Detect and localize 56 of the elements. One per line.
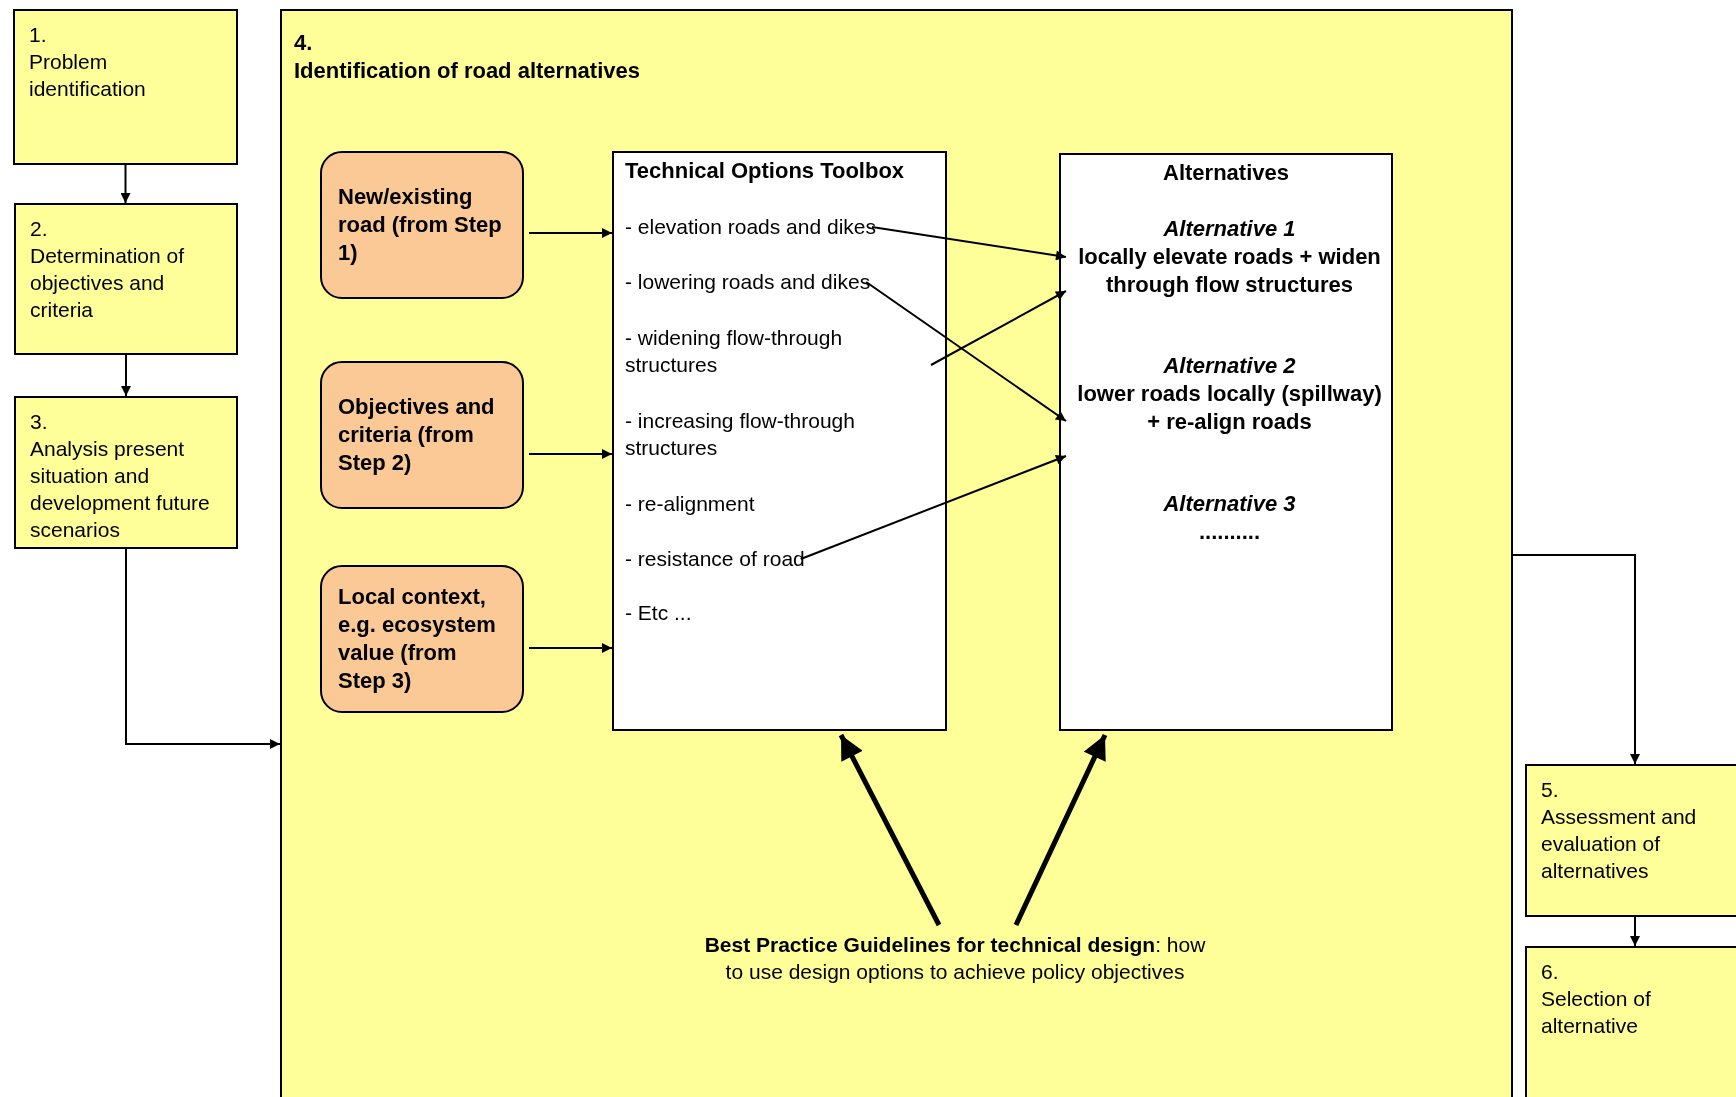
step-title: Selection of alternative — [1541, 986, 1652, 1039]
section-title: Identification of road alternatives — [294, 57, 641, 85]
input-label: Local context, e.g. ecosystem value (from Step 3) — [338, 583, 497, 695]
arrow — [865, 281, 1067, 422]
process-box — [14, 203, 238, 355]
step-number: 3. — [30, 409, 49, 435]
alternative-name: Alternative 3 — [1162, 490, 1297, 518]
option-item: - resistance of road — [625, 545, 805, 572]
thick-arrow — [1013, 733, 1108, 927]
arrow — [1512, 554, 1640, 765]
process-group-box — [280, 9, 1513, 1097]
step-number: 6. — [1541, 959, 1560, 985]
option-item: - increasing flow-through structures — [625, 407, 935, 461]
option-item: - Etc ... — [625, 599, 692, 626]
alternative-description: .......... — [1197, 518, 1262, 546]
section-number: 4. — [294, 29, 314, 57]
alternative-description: locally elevate roads + widen through flow structures — [1077, 243, 1382, 299]
option-item: - elevation roads and dikes — [625, 213, 876, 240]
process-box — [13, 9, 238, 165]
input-box — [320, 565, 524, 713]
arrow — [125, 548, 281, 749]
option-item: - lowering roads and dikes — [625, 268, 871, 295]
alternative-description: lower roads locally (spillway) + re-align roads — [1076, 380, 1383, 436]
alternative-name: Alternative 2 — [1162, 352, 1297, 380]
arrow — [1630, 916, 1640, 947]
guidelines-note: Best Practice Guidelines for technical design: how to use design options to achieve policy objectives — [700, 925, 1210, 1020]
thick-arrow — [838, 733, 942, 927]
step-number: 2. — [30, 216, 49, 242]
step-title: Determination of objectives and criteria — [30, 243, 186, 323]
step-title: Assessment and evaluation of alternatives — [1541, 804, 1698, 884]
arrow — [528, 643, 613, 653]
input-label: Objectives and criteria (from Step 2) — [338, 393, 496, 477]
input-label: New/existing road (from Step 1) — [338, 183, 503, 267]
process-box — [14, 396, 238, 549]
process-box — [1525, 764, 1736, 917]
input-box — [320, 151, 524, 299]
step-title: Problem identification — [29, 49, 147, 102]
arrow — [121, 354, 131, 397]
panel-heading: Technical Options Toolbox — [625, 157, 906, 185]
panel-box — [1059, 153, 1393, 731]
input-box — [320, 361, 524, 509]
arrow — [930, 290, 1067, 366]
alternative-name: Alternative 1 — [1162, 215, 1297, 243]
step-number: 5. — [1541, 777, 1560, 803]
option-item: - widening flow-through structures — [625, 324, 935, 378]
process-box — [1525, 946, 1736, 1097]
option-item: - re-alignment — [625, 490, 755, 517]
step-title: Analysis present situation and development future scenarios — [30, 436, 211, 543]
arrow — [799, 454, 1067, 560]
step-number: 1. — [29, 22, 48, 48]
arrow — [871, 226, 1067, 261]
arrow — [528, 228, 613, 238]
arrow — [528, 449, 613, 459]
panel-box — [612, 151, 947, 731]
arrow — [120, 164, 131, 204]
panel-heading: Alternatives — [1162, 159, 1290, 187]
